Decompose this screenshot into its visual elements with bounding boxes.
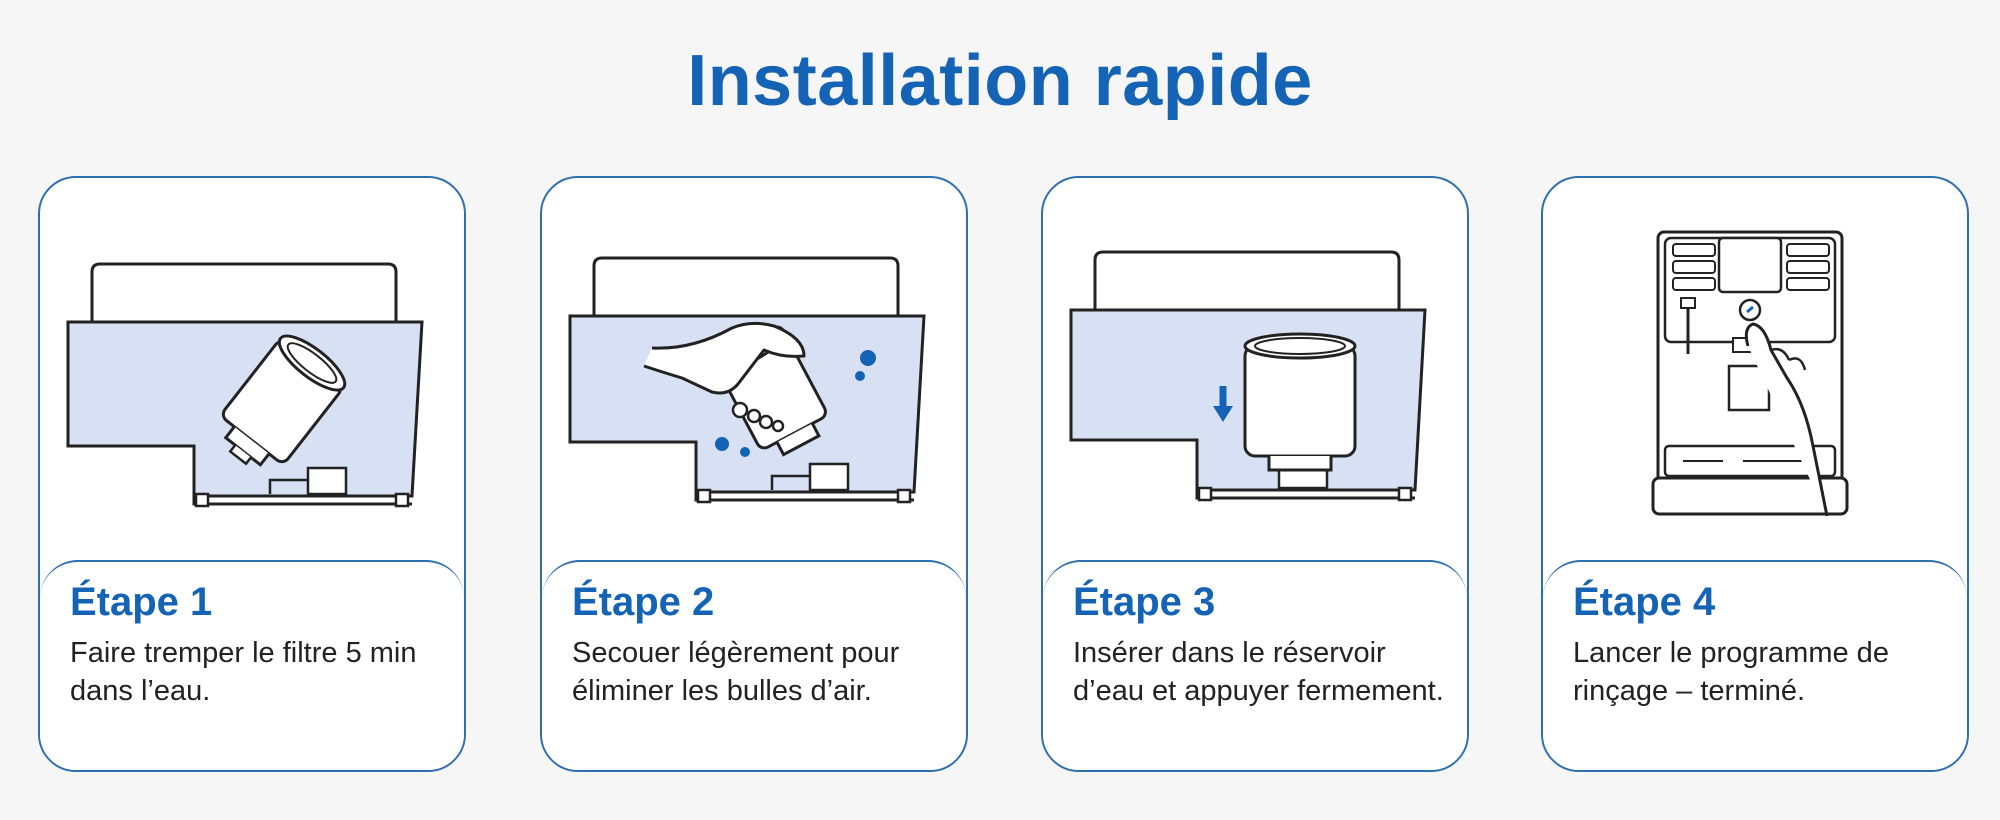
filter-insert-illustration [1069,250,1427,502]
step-card-3: Étape 3 Insérer dans le réservoir d’eau … [1041,176,1469,772]
step-title: Étape 1 [70,580,213,624]
step-caption-1: Étape 1 Faire tremper le filtre 5 min da… [40,560,464,770]
step-text: Faire tremper le filtre 5 min dans l’eau… [70,637,417,707]
step-title: Étape 2 [572,580,715,624]
step-caption-2: Étape 2 Secouer légèrement pour éliminer… [542,560,966,770]
step-text: Insérer dans le réservoir d’eau et appuy… [1073,637,1444,707]
step-caption-3: Étape 3 Insérer dans le réservoir d’eau … [1043,560,1467,770]
step-card-4: Étape 4 Lancer le programme de rinçage –… [1541,176,1969,772]
step-title: Étape 4 [1573,580,1716,624]
step-title: Étape 3 [1073,580,1216,624]
step-card-1: Étape 1 Faire tremper le filtre 5 min da… [38,176,466,772]
step-caption-4: Étape 4 Lancer le programme de rinçage –… [1543,560,1967,770]
coffee-machine-rinse-illustration [1651,230,1849,517]
filter-soaking-illustration [66,262,424,508]
step-card-2: Étape 2 Secouer légèrement pour éliminer… [540,176,968,772]
hand-shaking-filter-illustration [568,256,926,504]
step-text: Secouer légèrement pour éliminer les bul… [572,637,900,707]
step-text: Lancer le programme de rinçage – terminé… [1573,637,1889,707]
page-title: Installation rapide [687,41,1313,121]
